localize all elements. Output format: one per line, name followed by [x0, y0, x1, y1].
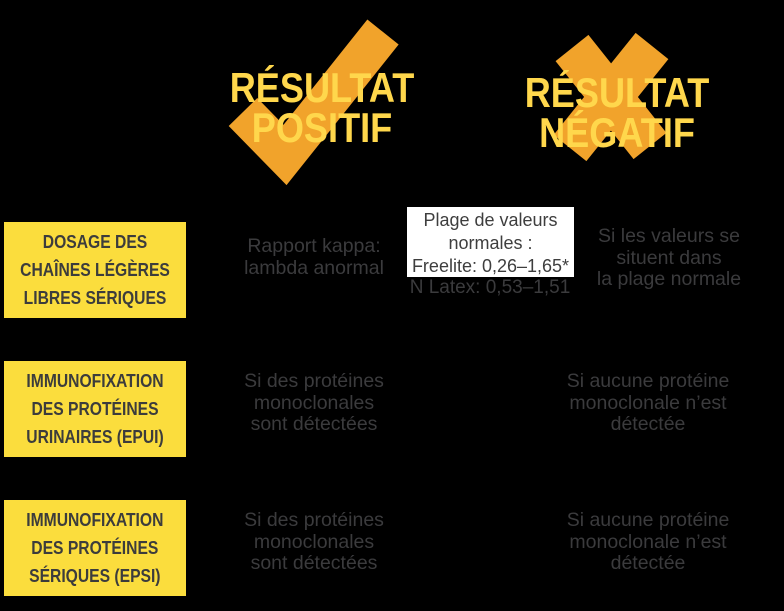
header-negative: RÉSULTAT NÉGATIF	[467, 69, 767, 156]
cell-negative-row3: Si aucune protéine monoclonale n’est dét…	[566, 509, 730, 574]
cell-positive-row2: Si des protéines monoclonales sont détec…	[244, 370, 384, 435]
header-positive: RÉSULTAT POSITIF	[172, 64, 472, 151]
row-label-text: DOSAGE DES CHAÎNES LÉGÈRES LIBRES SÉRIQU…	[20, 232, 170, 308]
header-positive-label: RÉSULTAT POSITIF	[229, 64, 415, 151]
cell-negative-row1: Si les valeurs se situent dans la plage …	[596, 225, 742, 290]
row-label-text: IMMUNOFIXATION DES PROTÉINES SÉRIQUES (E…	[26, 510, 164, 586]
header-negative-label: RÉSULTAT NÉGATIF	[524, 69, 710, 156]
cell-negative-row2: Si aucune protéine monoclonale n’est dét…	[566, 370, 730, 435]
cell-positive-row3: Si des protéines monoclonales sont détec…	[244, 509, 384, 574]
cross-icon	[553, 32, 669, 162]
check-icon	[228, 19, 399, 186]
row-label-text: IMMUNOFIXATION DES PROTÉINES URINAIRES (…	[26, 371, 164, 447]
row-label-urine-immunofixation: IMMUNOFIXATION DES PROTÉINES URINAIRES (…	[4, 361, 186, 457]
normal-range-note-nlatex: N Latex: 0,53–1,51	[409, 277, 571, 298]
cell-positive-row1: Rapport kappa: lambda anormal	[244, 235, 384, 279]
row-label-serum-immunofixation: IMMUNOFIXATION DES PROTÉINES SÉRIQUES (E…	[4, 500, 186, 596]
row-label-serum-free-light-chains: DOSAGE DES CHAÎNES LÉGÈRES LIBRES SÉRIQU…	[4, 222, 186, 318]
normal-range-note: Plage de valeurs normales : Freelite: 0,…	[407, 207, 574, 277]
